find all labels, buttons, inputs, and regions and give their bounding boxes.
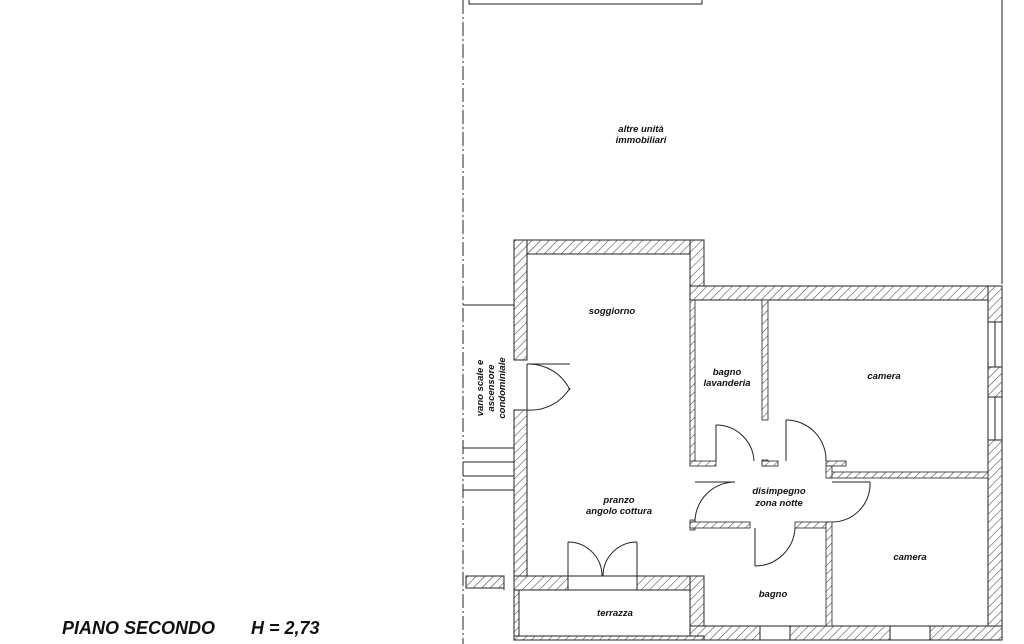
label-pranzo-1: pranzo [602, 495, 634, 506]
label-other-units-1: altre unità [618, 124, 663, 135]
building-outline [462, 0, 1003, 644]
exterior-walls [513, 239, 1003, 641]
label-stairs-1: vano scale e [475, 359, 486, 416]
label-camera-2: camera [893, 552, 926, 563]
height-label: H = 2,73 [251, 618, 320, 638]
windows [567, 321, 1003, 641]
label-stairs-2: ascensore [486, 364, 497, 412]
label-bagno-lavanderia-2: lavanderia [704, 378, 751, 389]
label-disimpegno-1: disimpegno [752, 486, 806, 497]
label-disimpegno-2: zona notte [754, 498, 803, 509]
label-pranzo-2: angolo cottura [586, 506, 652, 517]
stairs [463, 304, 514, 590]
room-labels: altre unità immobiliari soggiorno bagno … [475, 124, 927, 619]
plan-title: PIANO SECONDO [62, 618, 215, 638]
label-bagno: bagno [759, 589, 788, 600]
label-soggiorno: soggiorno [589, 306, 636, 317]
label-camera-1: camera [867, 371, 900, 382]
label-terrazza: terrazza [597, 608, 633, 619]
label-bagno-lavanderia-1: bagno [713, 367, 742, 378]
label-other-units-2: immobiliari [616, 135, 667, 146]
doors [526, 363, 871, 577]
label-stairs-3: condominiale [497, 357, 508, 419]
interior-walls [689, 299, 989, 627]
